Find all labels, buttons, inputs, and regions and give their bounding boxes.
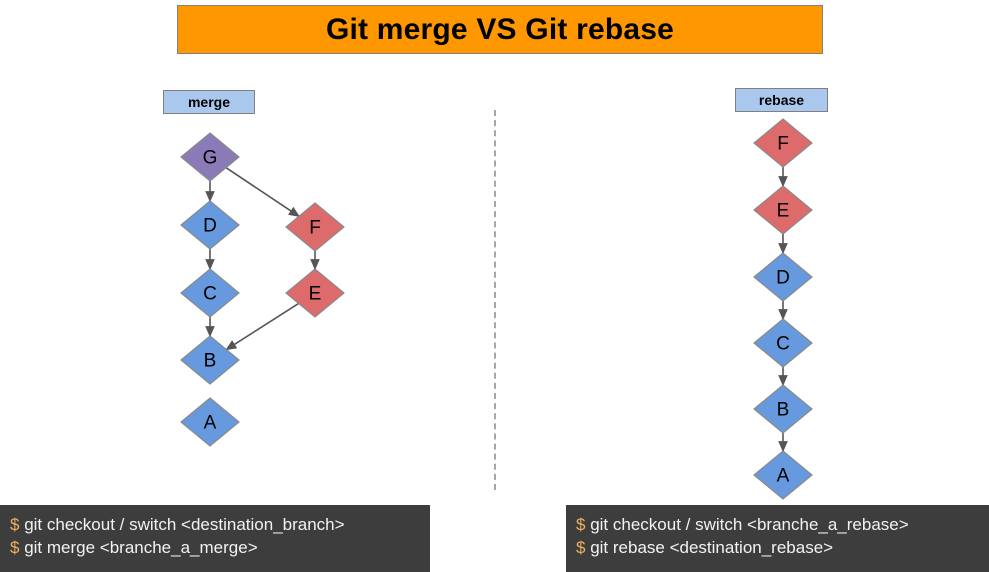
rebase-commit-shape-B <box>753 384 813 434</box>
merge-commit-node-G[interactable]: G <box>180 132 240 182</box>
merge-commit-node-F[interactable]: F <box>285 202 345 252</box>
merge-commit-node-B[interactable]: B <box>180 335 240 385</box>
rebase-commit-node-C[interactable]: C <box>753 318 813 368</box>
merge-commit-node-E[interactable]: E <box>285 268 345 318</box>
branch-label-rebase-text: rebase <box>758 92 805 108</box>
rebase-command-line-2: $ git rebase <destination_rebase> <box>576 536 979 559</box>
merge-commit-label-G: G <box>203 148 218 169</box>
merge-commit-node-D[interactable]: D <box>180 200 240 250</box>
prompt-symbol: $ <box>576 538 586 557</box>
merge-commit-label-A: A <box>204 413 217 434</box>
rebase-commit-shape-E <box>753 185 813 235</box>
merge-commit-label-D: D <box>203 216 217 237</box>
rebase-command-line-1-text: git checkout / switch <branche_a_rebase> <box>585 515 909 534</box>
merge-commit-label-F: F <box>309 218 321 239</box>
rebase-commit-label-A: A <box>777 466 790 487</box>
merge-commit-shape-D <box>180 200 240 250</box>
branch-label-rebase: rebase <box>735 88 828 112</box>
merge-commit-node-A[interactable]: A <box>180 397 240 447</box>
title-banner: Git merge VS Git rebase <box>177 5 823 54</box>
merge-commit-shape-C <box>180 268 240 318</box>
rebase-commit-node-E[interactable]: E <box>753 185 813 235</box>
merge-commit-node-C[interactable]: C <box>180 268 240 318</box>
rebase-commit-label-B: B <box>777 400 790 421</box>
rebase-commit-label-C: C <box>776 334 790 355</box>
merge-graph-edges <box>205 167 320 351</box>
rebase-command-line-1: $ git checkout / switch <branche_a_rebas… <box>576 513 979 536</box>
merge-commit-shape-B <box>180 335 240 385</box>
rebase-commit-node-F[interactable]: F <box>753 118 813 168</box>
merge-commit-shape-A <box>180 397 240 447</box>
merge-graph-nodes: G D C B A F E <box>180 132 345 447</box>
rebase-commit-label-E: E <box>777 201 790 222</box>
prompt-symbol: $ <box>10 538 20 557</box>
merge-commit-shape-E <box>285 268 345 318</box>
merge-commit-shape-F <box>285 202 345 252</box>
merge-commit-shape-G <box>180 132 240 182</box>
rebase-commit-shape-C <box>753 318 813 368</box>
merge-commit-label-B: B <box>204 351 217 372</box>
merge-command-line-1: $ git checkout / switch <destination_bra… <box>10 513 420 536</box>
rebase-commit-shape-F <box>753 118 813 168</box>
rebase-commit-node-B[interactable]: B <box>753 384 813 434</box>
merge-commit-label-E: E <box>309 284 322 305</box>
merge-commit-label-C: C <box>203 284 217 305</box>
branch-label-merge: merge <box>163 90 255 114</box>
prompt-symbol: $ <box>10 515 20 534</box>
rebase-commit-shape-A <box>753 450 813 500</box>
rebase-commit-shape-D <box>753 252 813 302</box>
rebase-graph-nodes: F E D C B A <box>753 118 813 500</box>
rebase-command-box: $ git checkout / switch <branche_a_rebas… <box>566 505 989 572</box>
rebase-commit-label-F: F <box>777 134 789 155</box>
rebase-commit-label-D: D <box>776 268 790 289</box>
merge-command-line-2: $ git merge <branche_a_merge> <box>10 536 420 559</box>
merge-command-line-1-text: git checkout / switch <destination_branc… <box>19 515 345 534</box>
branch-label-merge-text: merge <box>187 94 231 110</box>
merge-edge-E-to-B <box>225 302 300 351</box>
merge-edge-G-to-F <box>225 167 301 218</box>
merge-command-box: $ git checkout / switch <destination_bra… <box>0 505 430 572</box>
page-title: Git merge VS Git rebase <box>325 12 675 46</box>
prompt-symbol: $ <box>576 515 586 534</box>
rebase-commit-node-A[interactable]: A <box>753 450 813 500</box>
rebase-commit-node-D[interactable]: D <box>753 252 813 302</box>
merge-command-line-2-text: git merge <branche_a_merge> <box>19 538 258 557</box>
section-divider <box>494 110 496 490</box>
rebase-command-line-2-text: git rebase <destination_rebase> <box>585 538 834 557</box>
